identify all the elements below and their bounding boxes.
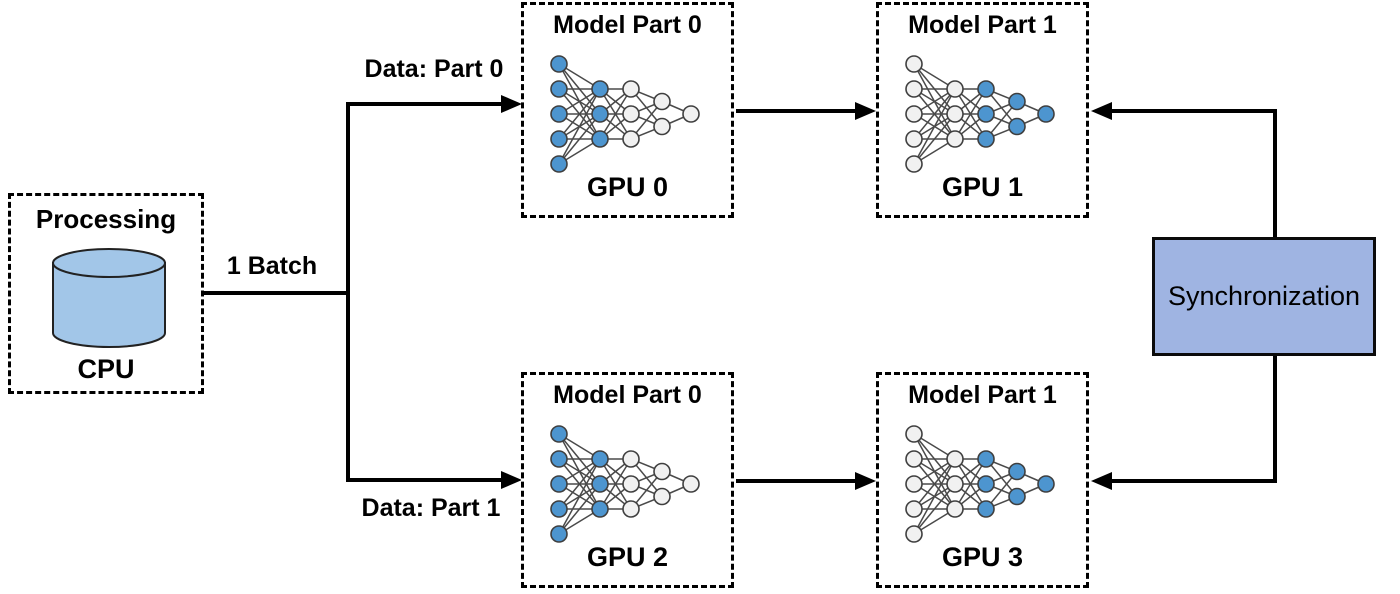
- synchronization-box: Synchronization: [1152, 237, 1376, 356]
- arrowhead-sync-gpu1: [1091, 102, 1112, 120]
- synchronization-label: Synchronization: [1167, 281, 1361, 311]
- batch-label: 1 Batch: [226, 252, 318, 280]
- data-part-0-label: Data: Part 0: [364, 55, 504, 83]
- model-part-label: Model Part 1: [908, 11, 1057, 39]
- arrowhead-into-gpu3: [855, 472, 876, 490]
- gpu-box-2: Model Part 0 GPU 2: [521, 372, 734, 588]
- neural-network-icon: [550, 425, 700, 543]
- arrowhead-into-gpu2: [501, 471, 522, 489]
- data-part-1-label: Data: Part 1: [361, 494, 501, 522]
- cpu-box: Processing CPU: [8, 193, 204, 394]
- sync-to-gpu3-line: [1112, 356, 1277, 483]
- model-part-label: Model Part 1: [908, 381, 1057, 409]
- gpu-label: GPU 0: [586, 172, 669, 202]
- cpu-label: CPU: [77, 354, 135, 384]
- gpu-box-1: Model Part 1 GPU 1: [876, 2, 1089, 218]
- neural-network-icon: [905, 55, 1055, 173]
- arrowhead-into-gpu1: [855, 102, 876, 120]
- model-part-label: Model Part 0: [553, 11, 702, 39]
- database-cylinder-icon: [52, 248, 166, 348]
- gpu-label: GPU 2: [586, 542, 669, 572]
- gpu-label: GPU 3: [941, 542, 1024, 572]
- arrowhead-into-gpu0: [501, 95, 522, 113]
- neural-network-icon: [550, 55, 700, 173]
- gpu-box-0: Model Part 0 GPU 0: [521, 2, 734, 218]
- neural-network-icon: [905, 425, 1055, 543]
- arrowhead-sync-gpu3: [1091, 472, 1112, 490]
- sync-to-gpu1-line: [1112, 109, 1277, 237]
- cpu-box-title: Processing: [35, 204, 177, 234]
- model-part-label: Model Part 0: [553, 381, 702, 409]
- gpu-box-3: Model Part 1 GPU 3: [876, 372, 1089, 588]
- gpu-label: GPU 1: [941, 172, 1024, 202]
